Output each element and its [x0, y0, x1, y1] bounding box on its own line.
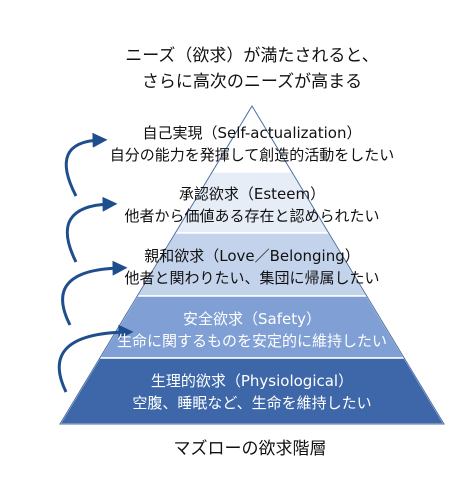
level-title: 安全欲求（Safety）: [183, 310, 321, 328]
level-desc: 生命に関するものを安定的に維持したい: [116, 332, 387, 350]
curved-arrow-icon: [64, 132, 108, 197]
headline-line-1: ニーズ（欲求）が満たされると、: [125, 46, 379, 66]
caption: マズローの欲求階層: [173, 439, 327, 459]
level-desc: 他者から価値ある存在と認められたい: [124, 207, 380, 225]
level-desc: 空腹、睡眠など、生命を維持したい: [132, 394, 372, 412]
level-love-belonging: 親和欲求（Love／Belonging） 他者と関わりたい、集団に帰属したい: [60, 245, 444, 289]
level-title: 自己実現（Self-actualization）: [142, 124, 362, 142]
level-title: 親和欲求（Love／Belonging）: [144, 247, 360, 265]
level-esteem: 承認欲求（Esteem） 他者から価値ある存在と認められたい: [60, 183, 444, 227]
level-title: 生理的欲求（Physiological）: [150, 372, 354, 390]
level-desc: 他者と関わりたい、集団に帰属したい: [124, 269, 380, 287]
level-title: 承認欲求（Esteem）: [178, 185, 326, 203]
level-self-actualization: 自己実現（Self-actualization） 自分の能力を発揮して創造的活動…: [60, 122, 444, 166]
headline-line-2: さらに高次のニーズが高まる: [141, 72, 363, 92]
level-physiological: 生理的欲求（Physiological） 空腹、睡眠など、生命を維持したい: [60, 370, 444, 414]
level-desc: 自分の能力を発揮して創造的活動をしたい: [109, 146, 395, 164]
level-safety: 安全欲求（Safety） 生命に関するものを安定的に維持したい: [60, 308, 444, 352]
pyramid-outline: [59, 105, 445, 425]
curved-arrow-icon: [65, 196, 118, 263]
curved-arrow-icon: [57, 324, 134, 393]
curved-arrow-icon: [61, 260, 128, 326]
